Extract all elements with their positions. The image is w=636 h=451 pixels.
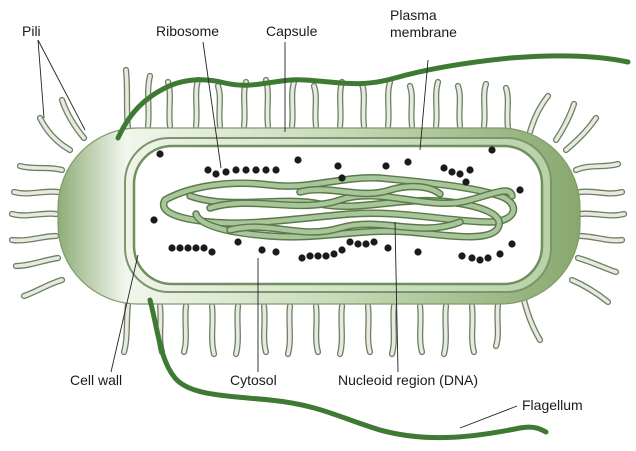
ribosome-dot [200, 244, 207, 251]
ribosome-dot [212, 170, 219, 177]
pilus-highlight [566, 118, 596, 150]
ribosome-dot [458, 252, 465, 259]
flagellum [150, 300, 546, 438]
pilus-highlight [392, 306, 394, 354]
pilus-highlight [218, 86, 220, 126]
ribosome-dot [272, 166, 279, 173]
pilus-highlight [288, 306, 290, 354]
ribosome-dot [184, 244, 191, 251]
pilus-highlight [572, 280, 608, 302]
ribosome-dot [314, 252, 321, 259]
ribosome-dot [334, 162, 341, 169]
pilus-highlight [410, 86, 412, 126]
pilus-highlight [24, 280, 62, 296]
label-nucleoid: Nucleoid region (DNA) [338, 372, 478, 388]
ribosome-dot [338, 174, 345, 181]
ribosome-dot [384, 244, 391, 251]
ribosome-dot [404, 158, 411, 165]
ribosome-dot [414, 248, 421, 255]
pilus-highlight [196, 80, 198, 126]
label-capsule: Capsule [266, 23, 318, 39]
pilus-highlight [340, 306, 342, 354]
ribosome-dot [440, 164, 447, 171]
ribosome-dot [462, 178, 469, 185]
ribosome-dot [484, 254, 491, 261]
ribosome-dot [306, 252, 313, 259]
ribosome-dot [168, 244, 175, 251]
ribosome-dot [496, 250, 503, 257]
ribosome-dot [176, 244, 183, 251]
ribosome-dot [354, 240, 361, 247]
ribosome-dot [338, 246, 345, 253]
ribosome-dot [294, 156, 301, 163]
pilus-highlight [266, 80, 268, 126]
ribosome-dot [448, 168, 455, 175]
ribosome-dot [330, 250, 337, 257]
ribosome-dot [232, 166, 239, 173]
label-flagellum: Flagellum [522, 397, 583, 413]
pilus-highlight [362, 84, 364, 126]
pilus-highlight [458, 86, 460, 126]
pilus-highlight [580, 214, 624, 216]
pilus-highlight [506, 88, 508, 128]
ribosome-dot [242, 166, 249, 173]
pilus-highlight [236, 306, 238, 354]
pilus-highlight [436, 82, 438, 126]
pilus-highlight [388, 82, 390, 126]
ribosome-dot [234, 238, 241, 245]
ribosome-dot [488, 146, 495, 153]
pilus-highlight [212, 306, 214, 354]
pilus-highlight [556, 104, 574, 140]
ribosome-dot [150, 216, 157, 223]
pilus-highlight [184, 306, 186, 352]
label-pili: Pili [22, 23, 41, 39]
label-plasma-membrane-line2: membrane [390, 24, 457, 40]
ribosome-dot [508, 240, 515, 247]
ribosome-dot [346, 238, 353, 245]
label-cell-wall: Cell wall [70, 372, 122, 388]
ribosome-dot [258, 246, 265, 253]
pilus-highlight [14, 192, 58, 194]
pilus-highlight [444, 306, 446, 354]
ribosome-dot [322, 252, 329, 259]
ribosome-dot [204, 166, 211, 173]
pilus-highlight [292, 82, 294, 126]
pilus-highlight [580, 192, 622, 194]
ribosome-dot [222, 168, 229, 175]
ribosome-dot [468, 254, 475, 261]
ribosome-dot [370, 238, 377, 245]
pilus-highlight [420, 306, 422, 352]
ribosome-dot [516, 186, 523, 193]
pilus-highlight [12, 214, 56, 216]
ribosome-dot [262, 166, 269, 173]
pilus-highlight [496, 304, 498, 346]
ribosome-dot [298, 254, 305, 261]
ribosome-dot [208, 248, 215, 255]
pilus-highlight [484, 84, 486, 126]
pilus-highlight [244, 82, 246, 126]
pilus-highlight [524, 300, 540, 340]
pilus-highlight [472, 306, 474, 352]
label-ribosome: Ribosome [156, 23, 219, 39]
pilus-highlight [340, 82, 342, 126]
pilus-highlight [316, 306, 318, 352]
label-plasma-membrane-line1: Plasma [390, 7, 437, 23]
ribosome-dot [192, 244, 199, 251]
ribosome-dot [466, 166, 473, 173]
ribosome-dot [156, 150, 163, 157]
pilus-highlight [40, 118, 70, 150]
ribosome-dot [382, 162, 389, 169]
pilus-highlight [578, 258, 616, 272]
pilus-highlight [264, 306, 266, 352]
ribosome-dot [252, 166, 259, 173]
ribosome-dot [272, 248, 279, 255]
ribosome-dot [362, 240, 369, 247]
pilus-highlight [368, 306, 370, 352]
label-cytosol: Cytosol [230, 372, 277, 388]
ribosome-dot [456, 170, 463, 177]
ribosome-dot [476, 256, 483, 263]
pilus-highlight [314, 86, 316, 126]
